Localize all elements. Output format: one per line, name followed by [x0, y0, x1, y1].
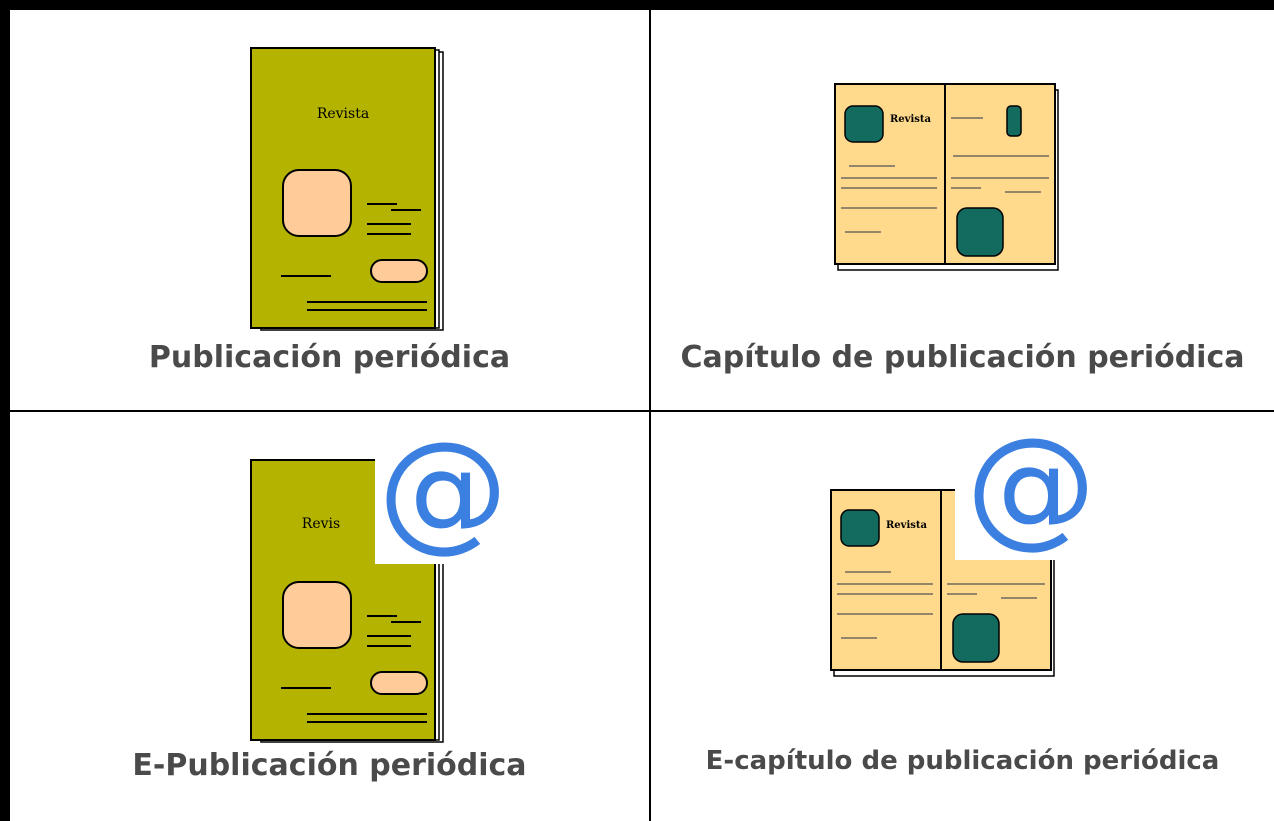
caption-periodical-chapter: Capítulo de publicación periódica — [680, 340, 1245, 375]
cover-title-text: Revista — [317, 106, 369, 122]
caption-e-periodical-chapter: E-capítulo de publicación periódica — [705, 746, 1220, 776]
grid-divider-horizontal — [10, 410, 1274, 412]
page-heading-text: Revista — [890, 114, 932, 125]
caption-periodical: Publicación periódica — [148, 340, 511, 375]
cell-periodical: Revista Publicación periódica — [10, 10, 649, 410]
grid-divider-vertical — [649, 10, 651, 821]
grid-border-left — [0, 0, 10, 821]
cover-title-text: Revis — [302, 516, 340, 532]
e-magazine-icon: Revis @ — [250, 413, 511, 743]
grid-border-top — [0, 0, 1274, 10]
cell-e-periodical-chapter: Revista @ E-capítulo de publicación peri… — [651, 409, 1274, 821]
cell-periodical-chapter: Revista Capítulo de publicación periódic… — [651, 10, 1274, 410]
e-open-magazine-icon: Revista @ — [830, 409, 1096, 677]
caption-e-periodical: E-Publicación periódica — [132, 748, 527, 783]
magazine-icon: Revista — [250, 47, 444, 331]
page-heading-text: Revista — [886, 520, 928, 531]
cell-e-periodical: Revis @ E-Publicación periódica — [10, 412, 649, 821]
at-sign-icon: @ — [966, 409, 1096, 561]
at-sign-icon: @ — [378, 413, 508, 565]
open-magazine-icon: Revista — [834, 83, 1059, 271]
